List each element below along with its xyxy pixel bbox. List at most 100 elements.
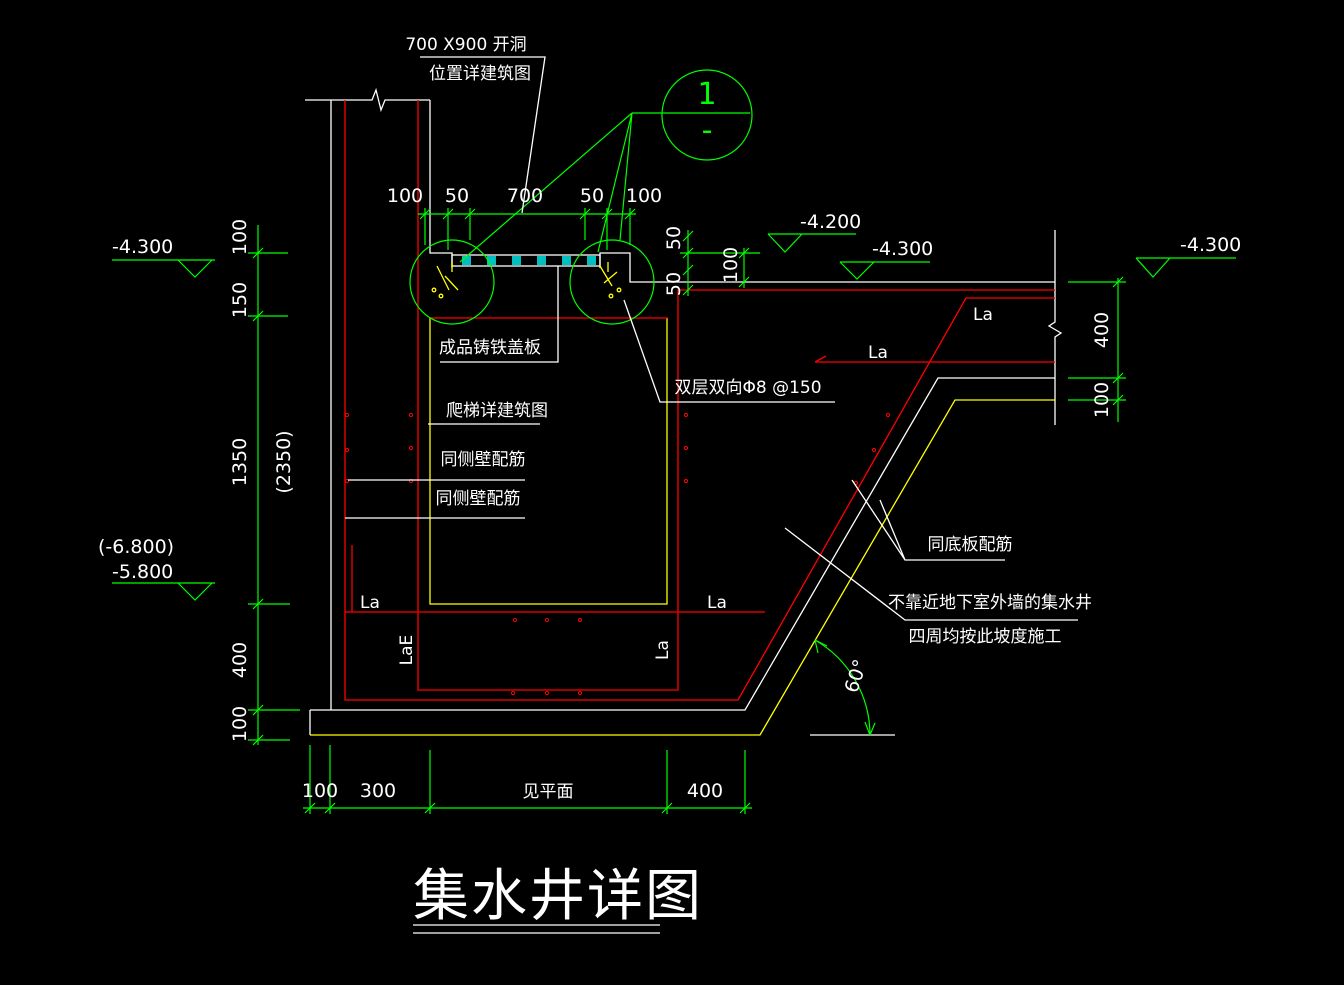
side-wall-label-2: 同侧壁配筋 [436, 489, 521, 509]
rebar-dot [344, 412, 350, 418]
level-symbol-left-top [112, 259, 215, 278]
dim-bottom: 见平面 [523, 782, 574, 802]
detail-bar-right [616, 287, 622, 293]
top-break-line [305, 87, 430, 113]
pit-bottom-slab-top [310, 377, 1055, 711]
dimension-texts: 100 50 700 50 100 50 50 100 100 150 1350… [229, 185, 1113, 802]
rebar-dot [408, 445, 414, 451]
detail-hook-right [599, 262, 618, 287]
angle-arc [814, 639, 871, 736]
cover-dimension-chain [680, 230, 760, 296]
title-underline [413, 924, 660, 934]
left-dimension-ticks [252, 247, 264, 746]
detail-circle-right [569, 239, 655, 325]
dim-right: 100 [1091, 382, 1113, 418]
leader-lines [345, 56, 1078, 934]
anchorage-bottom-right: La [707, 593, 727, 613]
anchorage-texts: La La La La LaE La [360, 305, 993, 665]
rebar-dot [577, 690, 583, 696]
left-extension-lines [248, 252, 300, 741]
opening-reference-label: 位置详建筑图 [429, 64, 531, 84]
right-dimension-chain [1068, 276, 1126, 422]
dim-left: 400 [229, 642, 251, 678]
wall-inner-face [429, 100, 453, 268]
level-symbol-floor-right [1135, 257, 1236, 278]
dim-left: 1350 [229, 438, 251, 486]
rebar-dots [344, 412, 891, 696]
rebar-dot [683, 478, 689, 484]
cover-plate-hatch [462, 256, 471, 265]
cover-plate-leader [440, 266, 559, 363]
level-floor-mid: -4.300 [872, 238, 933, 260]
bottom-slab-label: 同底板配筋 [928, 535, 1013, 555]
reinforcement [344, 100, 1055, 701]
concrete-outline [310, 262, 1055, 736]
level-cover: -4.200 [800, 211, 861, 233]
pit-note-label-2: 四周均按此坡度施工 [909, 627, 1062, 647]
anchorage-wall-left: LaE [397, 635, 417, 666]
top-dimension-ticks [419, 208, 636, 220]
dim-right: 400 [1091, 312, 1113, 348]
slab-anchor-rebar [814, 355, 1055, 363]
bottom-extension-lines [309, 745, 746, 814]
section-number: 1 [697, 77, 716, 112]
annotation-texts: 700 X900 开洞 位置详建筑图 1 - 成品铸铁盖板 双层双向Φ8 @15… [405, 35, 1092, 929]
angle-arc-arrows [814, 639, 876, 736]
inner-rebar [417, 100, 1055, 691]
rebar-dot [408, 412, 414, 418]
rebar-dot [683, 412, 689, 418]
dim-left: 100 [229, 219, 251, 255]
rebar-dot [885, 412, 891, 418]
dim-left: 150 [229, 282, 251, 318]
level-left-top: -4.300 [112, 236, 173, 258]
dim-cover-side: 50 [663, 226, 685, 250]
pit-bottom-slab-underside [310, 399, 1055, 736]
rebar-label: 双层双向Φ8 @150 [674, 378, 821, 398]
anchorage-slab-mid: La [868, 343, 888, 363]
rebar-dot [510, 690, 516, 696]
section-sheet: - [702, 113, 713, 148]
dim-bottom: 100 [302, 780, 338, 802]
angle-label: 60° [841, 657, 872, 696]
rebar-dot [544, 690, 550, 696]
rebar-leader [623, 299, 835, 403]
bottom-dimension-chain [303, 745, 752, 814]
section-leader-lines [459, 112, 633, 263]
pit-note-leader [784, 527, 1078, 621]
right-extension-lines [1068, 281, 1126, 401]
opening-leader [420, 56, 546, 214]
rebar-dot [577, 617, 583, 623]
dim-bottom: 400 [687, 780, 723, 802]
side-wall-label-1: 同侧壁配筋 [441, 450, 526, 470]
level-left-pit: -5.800 [112, 561, 173, 583]
cover-plate-hatch [487, 256, 496, 265]
rebar-dot [683, 445, 689, 451]
dim-top: 100 [626, 185, 662, 207]
dim-top: 50 [445, 185, 469, 207]
dim-left: 100 [229, 706, 251, 742]
bottom-slab-leader [851, 479, 1005, 561]
rebar-dot [344, 478, 350, 484]
level-texts: -4.300 (-6.800) -5.800 -4.200 -4.300 -4.… [98, 211, 1241, 583]
level-left-pit-alt: (-6.800) [98, 536, 174, 558]
cover-plate-hatch [587, 256, 596, 265]
cover-dimension-ticks [682, 230, 750, 296]
left-dimension-chain [248, 225, 300, 746]
level-symbol-left-pit [112, 582, 215, 601]
section-callouts [409, 69, 876, 736]
dim-top: 100 [387, 185, 423, 207]
pit-note-label-1: 不靠近地下室外墙的集水井 [888, 593, 1092, 613]
level-symbol-floor-mid [839, 261, 930, 280]
dim-top: 50 [580, 185, 604, 207]
rebar-dot [512, 617, 518, 623]
opening-label: 700 X900 开洞 [405, 35, 526, 55]
rebar-dot [344, 447, 350, 453]
anchorage-wall-right: La [653, 640, 673, 660]
cover-plate-hatch [537, 256, 546, 265]
detail-bar-right [608, 293, 614, 299]
detail-circle-left [409, 239, 495, 325]
anchorage-slab-top: La [973, 305, 993, 325]
cover-plate-hatch [512, 256, 521, 265]
outer-rebar [344, 100, 1055, 701]
